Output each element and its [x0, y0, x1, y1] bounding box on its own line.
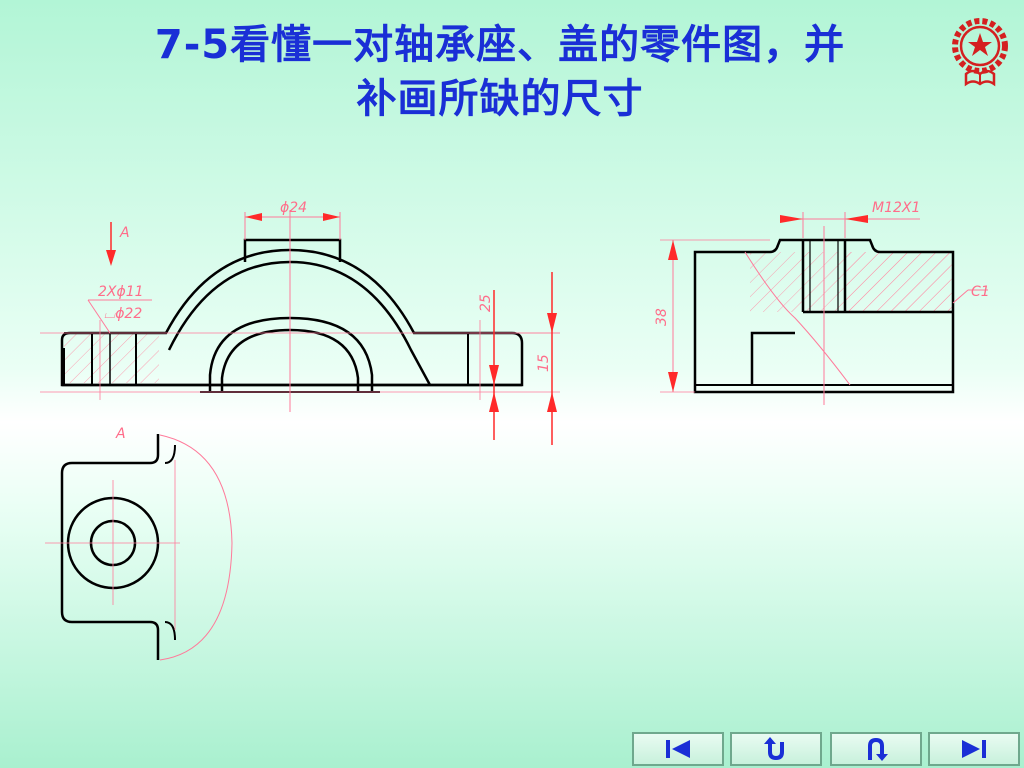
dim-top-diameter: ϕ24: [280, 200, 307, 216]
dim-height-15: 15: [536, 354, 552, 372]
slide-title: 7-5看懂一对轴承座、盖的零件图，并 补画所缺的尺寸: [40, 18, 960, 126]
nav-last-button[interactable]: [928, 732, 1020, 766]
university-logo-icon: [952, 18, 1008, 87]
thread-label: M12X1: [872, 200, 920, 216]
top-view: A: [45, 426, 233, 661]
nav-return-button[interactable]: [730, 732, 822, 766]
dim-height-25: 25: [478, 294, 494, 312]
section-mark-a: A: [119, 225, 130, 241]
skip-first-icon: [666, 740, 690, 758]
u-turn-back-icon: [764, 737, 784, 761]
hole-callout-line-2: ⌴ϕ22: [104, 306, 142, 322]
title-line-2: 补画所缺的尺寸: [356, 76, 644, 122]
u-turn-up-icon: [868, 737, 888, 761]
nav-first-button[interactable]: [632, 732, 724, 766]
front-view: ϕ24 A 2Xϕ11 ⌴ϕ22 25 15: [40, 200, 560, 445]
dim-height-38: 38: [654, 308, 670, 326]
title-line-1: 7-5看懂一对轴承座、盖的零件图，并: [154, 22, 846, 68]
hole-callout-line-1: 2Xϕ11: [98, 284, 144, 300]
skip-last-icon: [962, 740, 986, 758]
chamfer-label: C1: [971, 284, 990, 300]
nav-return-up-button[interactable]: [830, 732, 922, 766]
side-view: C1 M12X1 38: [654, 200, 990, 405]
view-label-a: A: [115, 426, 126, 442]
